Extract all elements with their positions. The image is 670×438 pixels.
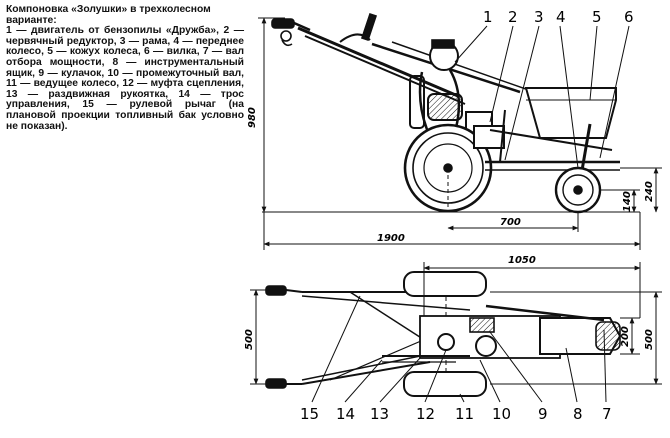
- dim-plan-inner-width: 200: [620, 326, 631, 347]
- side-view: [262, 12, 640, 214]
- dim-plan-width: 500: [244, 329, 255, 350]
- plan-front-wheel: [595, 321, 621, 351]
- label-10: 10: [492, 405, 511, 423]
- label-15: 15: [300, 405, 319, 423]
- dim-h2: 240: [644, 181, 655, 202]
- engine: [409, 39, 493, 135]
- handle-rail-lower: [304, 35, 466, 105]
- plan-dimensions: [250, 262, 662, 385]
- handle-rail-upper: [297, 26, 459, 98]
- plan-drive-wheel-top: [403, 271, 487, 297]
- dim-wheelbase: 700: [500, 217, 521, 228]
- label-3: 3: [534, 8, 544, 26]
- front-wheel: [554, 166, 602, 214]
- label-1: 1: [483, 8, 493, 26]
- label-7: 7: [602, 405, 612, 423]
- plan-leaders: [311, 295, 607, 403]
- label-13: 13: [370, 405, 389, 423]
- caption-body: 1 — двигатель от бензопилы «Дружба», 2 —…: [6, 25, 244, 132]
- plan-cam: [475, 335, 497, 357]
- clutch-lever: [360, 12, 378, 42]
- handle-grip: [271, 18, 311, 47]
- label-4: 4: [556, 8, 566, 26]
- plan-drive-wheel-bottom: [403, 371, 487, 397]
- dim-h1: 140: [622, 191, 633, 212]
- plan-grip-bottom: [265, 378, 302, 389]
- plan-grip-top: [265, 285, 303, 296]
- plan-clutch: [437, 333, 455, 351]
- side-dimensions: [258, 17, 662, 250]
- drive-wheel: [403, 123, 493, 213]
- dim-height: 980: [247, 107, 258, 128]
- frame: [485, 109, 620, 171]
- side-leaders: [454, 25, 630, 169]
- dim-length: 1900: [377, 233, 405, 244]
- label-2: 2: [508, 8, 518, 26]
- label-12: 12: [416, 405, 435, 423]
- dim-plan-right-width: 500: [644, 329, 655, 350]
- label-8: 8: [573, 405, 583, 423]
- label-14: 14: [336, 405, 355, 423]
- figure-caption: Компоновка «Золушки» в трехколесном вари…: [6, 4, 244, 132]
- label-9: 9: [538, 405, 548, 423]
- label-6: 6: [624, 8, 634, 26]
- dim-plan-length: 1050: [508, 255, 536, 266]
- plan-view: [265, 271, 622, 403]
- label-5: 5: [592, 8, 602, 26]
- reducer: [473, 125, 505, 149]
- label-11: 11: [455, 405, 474, 423]
- caption-title: Компоновка «Золушки» в трехколесном вари…: [6, 4, 211, 26]
- plan-pto-shaft: [485, 304, 605, 322]
